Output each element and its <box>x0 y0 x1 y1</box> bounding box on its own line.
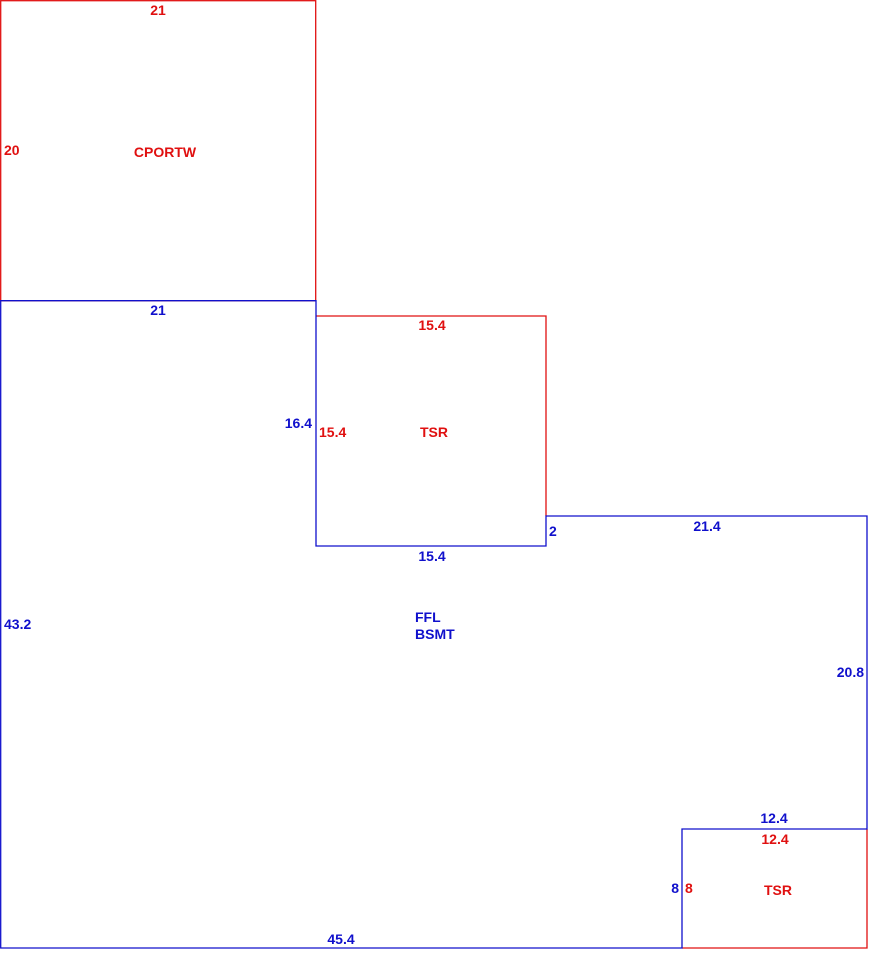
ffl-bsmt-label-line1: FFL <box>415 609 441 625</box>
ffl-bottom-dimension: 45.4 <box>327 931 354 947</box>
cportw-top-dimension: 21 <box>150 2 166 18</box>
tsr-upper-outline <box>316 315 547 516</box>
ffl-step-dimension: 2 <box>549 523 557 539</box>
tsr-upper-left-dimension: 15.4 <box>319 424 346 440</box>
ffl-lower-step-top-dimension: 12.4 <box>760 810 787 826</box>
ffl-bsmt-area: FFL BSMT 21 16.4 15.4 2 21.4 20.8 12.4 8… <box>0 300 868 949</box>
ffl-left-dimension: 43.2 <box>4 616 31 632</box>
tsr-lower-top-dimension: 12.4 <box>761 831 788 847</box>
tsr-upper-top-dimension: 15.4 <box>418 317 445 333</box>
tsr-upper-label: TSR <box>420 424 448 440</box>
cportw-area: CPORTW 21 20 <box>0 0 317 302</box>
ffl-lower-step-left-dimension: 8 <box>671 880 679 896</box>
tsr-lower-outline <box>682 829 868 949</box>
ffl-right-top-dimension: 21.4 <box>693 518 720 534</box>
ffl-right-dimension: 20.8 <box>837 664 864 680</box>
cportw-label: CPORTW <box>134 144 197 160</box>
ffl-bsmt-outline <box>0 300 868 949</box>
ffl-notch-bottom-dimension: 15.4 <box>418 548 445 564</box>
ffl-notch-left-dimension: 16.4 <box>285 415 312 431</box>
ffl-top-dimension: 21 <box>150 302 166 318</box>
tsr-upper-area: TSR 15.4 15.4 <box>316 315 547 516</box>
tsr-lower-label: TSR <box>764 882 792 898</box>
cportw-left-dimension: 20 <box>4 142 20 158</box>
tsr-lower-area: TSR 12.4 8 <box>682 829 868 949</box>
tsr-lower-left-dimension: 8 <box>685 880 693 896</box>
ffl-bsmt-label-line2: BSMT <box>415 626 455 642</box>
